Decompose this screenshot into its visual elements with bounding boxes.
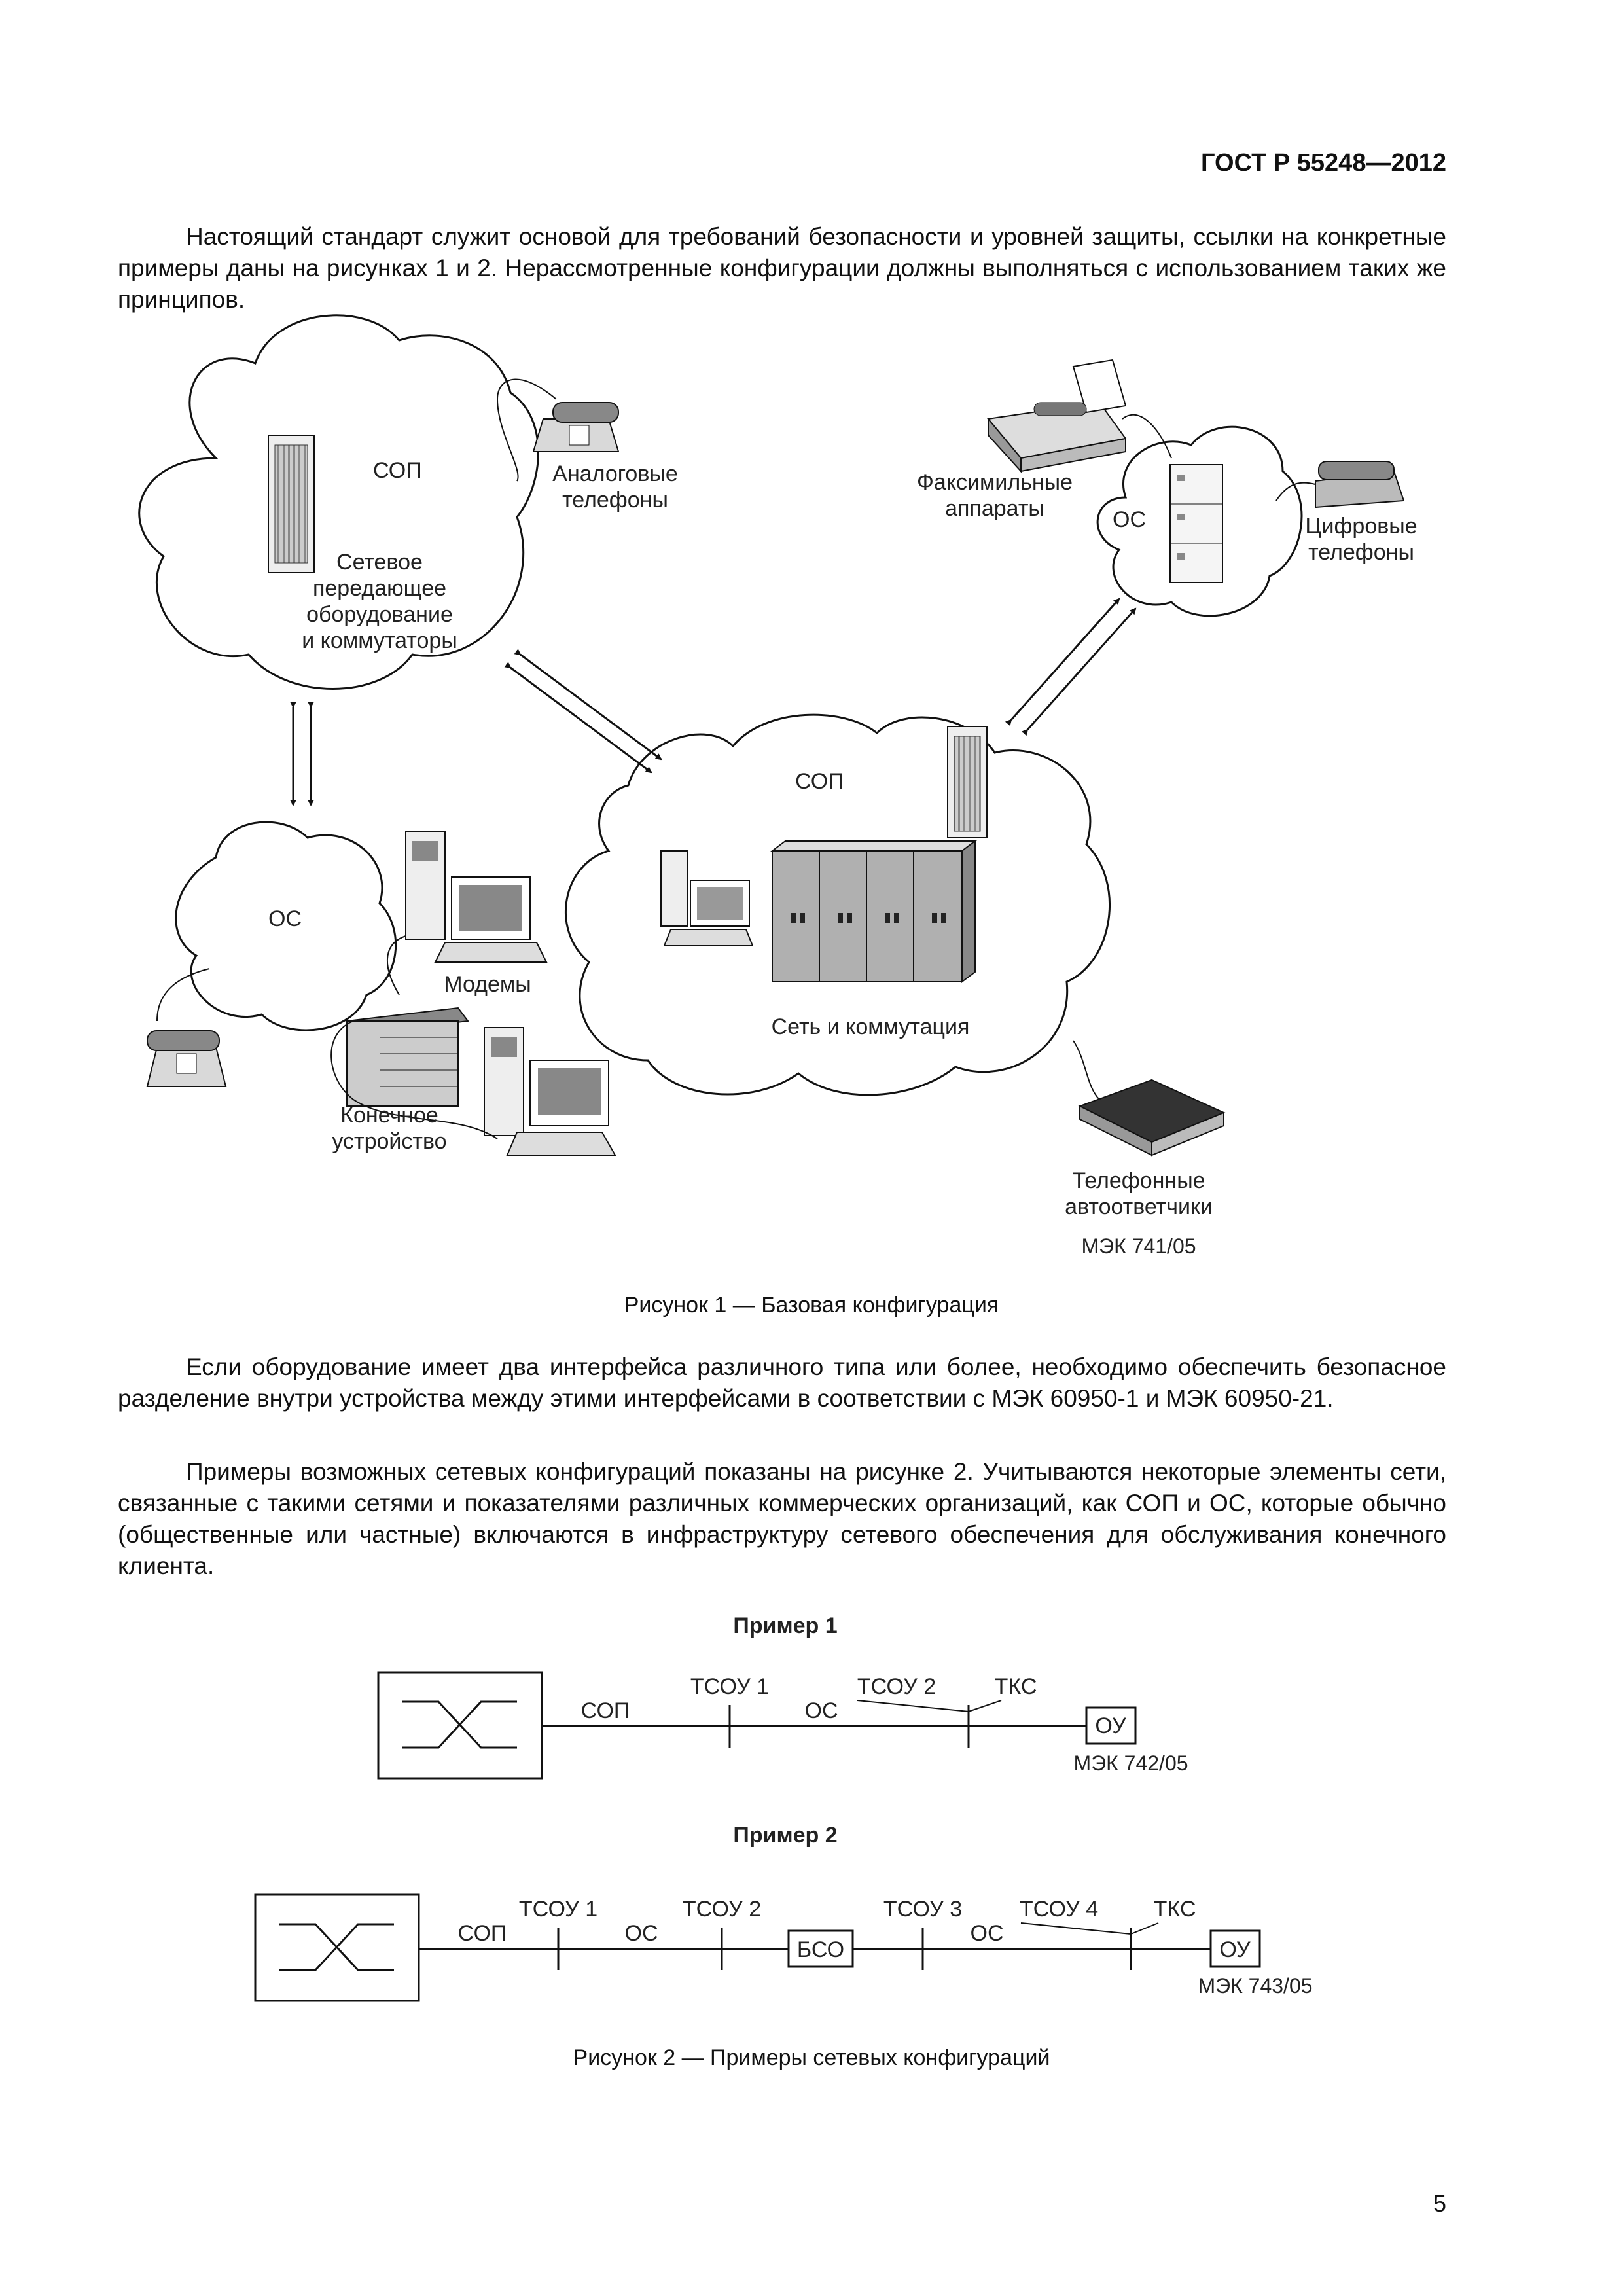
answering-label: автоответчики <box>1065 1194 1213 1219</box>
cabinet-icon <box>1169 464 1223 583</box>
examples-paragraph: Примеры возможных сетевых конфигураций п… <box>118 1458 1446 1579</box>
digital-phone-icon <box>1315 461 1405 509</box>
modem-computer-icon <box>405 831 548 963</box>
fax-icon <box>987 359 1127 473</box>
analog-phones-label: телефоны <box>562 488 668 512</box>
page-number: 5 <box>1433 2190 1446 2217</box>
terminal-label: Конечное <box>340 1103 438 1128</box>
switching-cabinets-icon <box>770 840 977 983</box>
rack-icon <box>268 435 315 573</box>
cloud-os-right-label: ОС <box>1113 507 1146 532</box>
figure1-reference: МЭК 741/05 <box>1081 1234 1196 1258</box>
cloud-os-left <box>175 821 397 1031</box>
digital-phones-label: телефоны <box>1308 540 1414 565</box>
analog-phone-left-icon <box>146 1030 227 1087</box>
workstation-icon <box>660 850 754 946</box>
terminal-label: устройство <box>332 1129 446 1154</box>
figure-1-caption: Рисунок 1 — Базовая конфигурация <box>624 1293 999 1318</box>
figure-2-caption: Рисунок 2 — Примеры сетевых конфигураций <box>573 2045 1050 2070</box>
cloud-sop-label: СОП <box>373 458 422 483</box>
cloud-desc-line: и коммутаторы <box>302 628 457 653</box>
modems-label: Модемы <box>444 972 531 997</box>
cloud-desc-line: оборудование <box>306 602 453 627</box>
answering-machine-icon <box>1078 1079 1226 1157</box>
document-code: ГОСТ Р 55248—2012 <box>1201 149 1446 177</box>
fax-label: Факсимильные <box>917 470 1073 495</box>
analog-phones-label: Аналоговые <box>552 461 677 486</box>
terminal-computer-icon <box>484 1027 616 1156</box>
fax-label: аппараты <box>945 496 1044 521</box>
switching-label: Сеть и коммутация <box>772 1014 970 1039</box>
cloud-sop-center-label: СОП <box>795 769 844 794</box>
link-arrow <box>504 649 662 774</box>
cloud-sop-top-left <box>138 314 539 690</box>
analog-phone-icon <box>532 402 620 452</box>
link-arrow <box>1005 598 1137 736</box>
intro-paragraph: Настоящий стандарт служит основой для тр… <box>118 223 1446 313</box>
cloud-desc-line: передающее <box>313 576 446 601</box>
terminal-server-icon <box>346 1007 469 1107</box>
link-arrow <box>290 702 314 806</box>
digital-phones-label: Цифровые <box>1305 514 1417 539</box>
cloud-desc-line: Сетевое <box>336 550 423 575</box>
answering-label: Телефонные <box>1072 1168 1205 1193</box>
cloud-os-left-label: ОС <box>268 906 302 931</box>
rack-icon <box>947 726 988 838</box>
interfaces-paragraph: Если оборудование имеет два интерфейса р… <box>118 1354 1446 1412</box>
